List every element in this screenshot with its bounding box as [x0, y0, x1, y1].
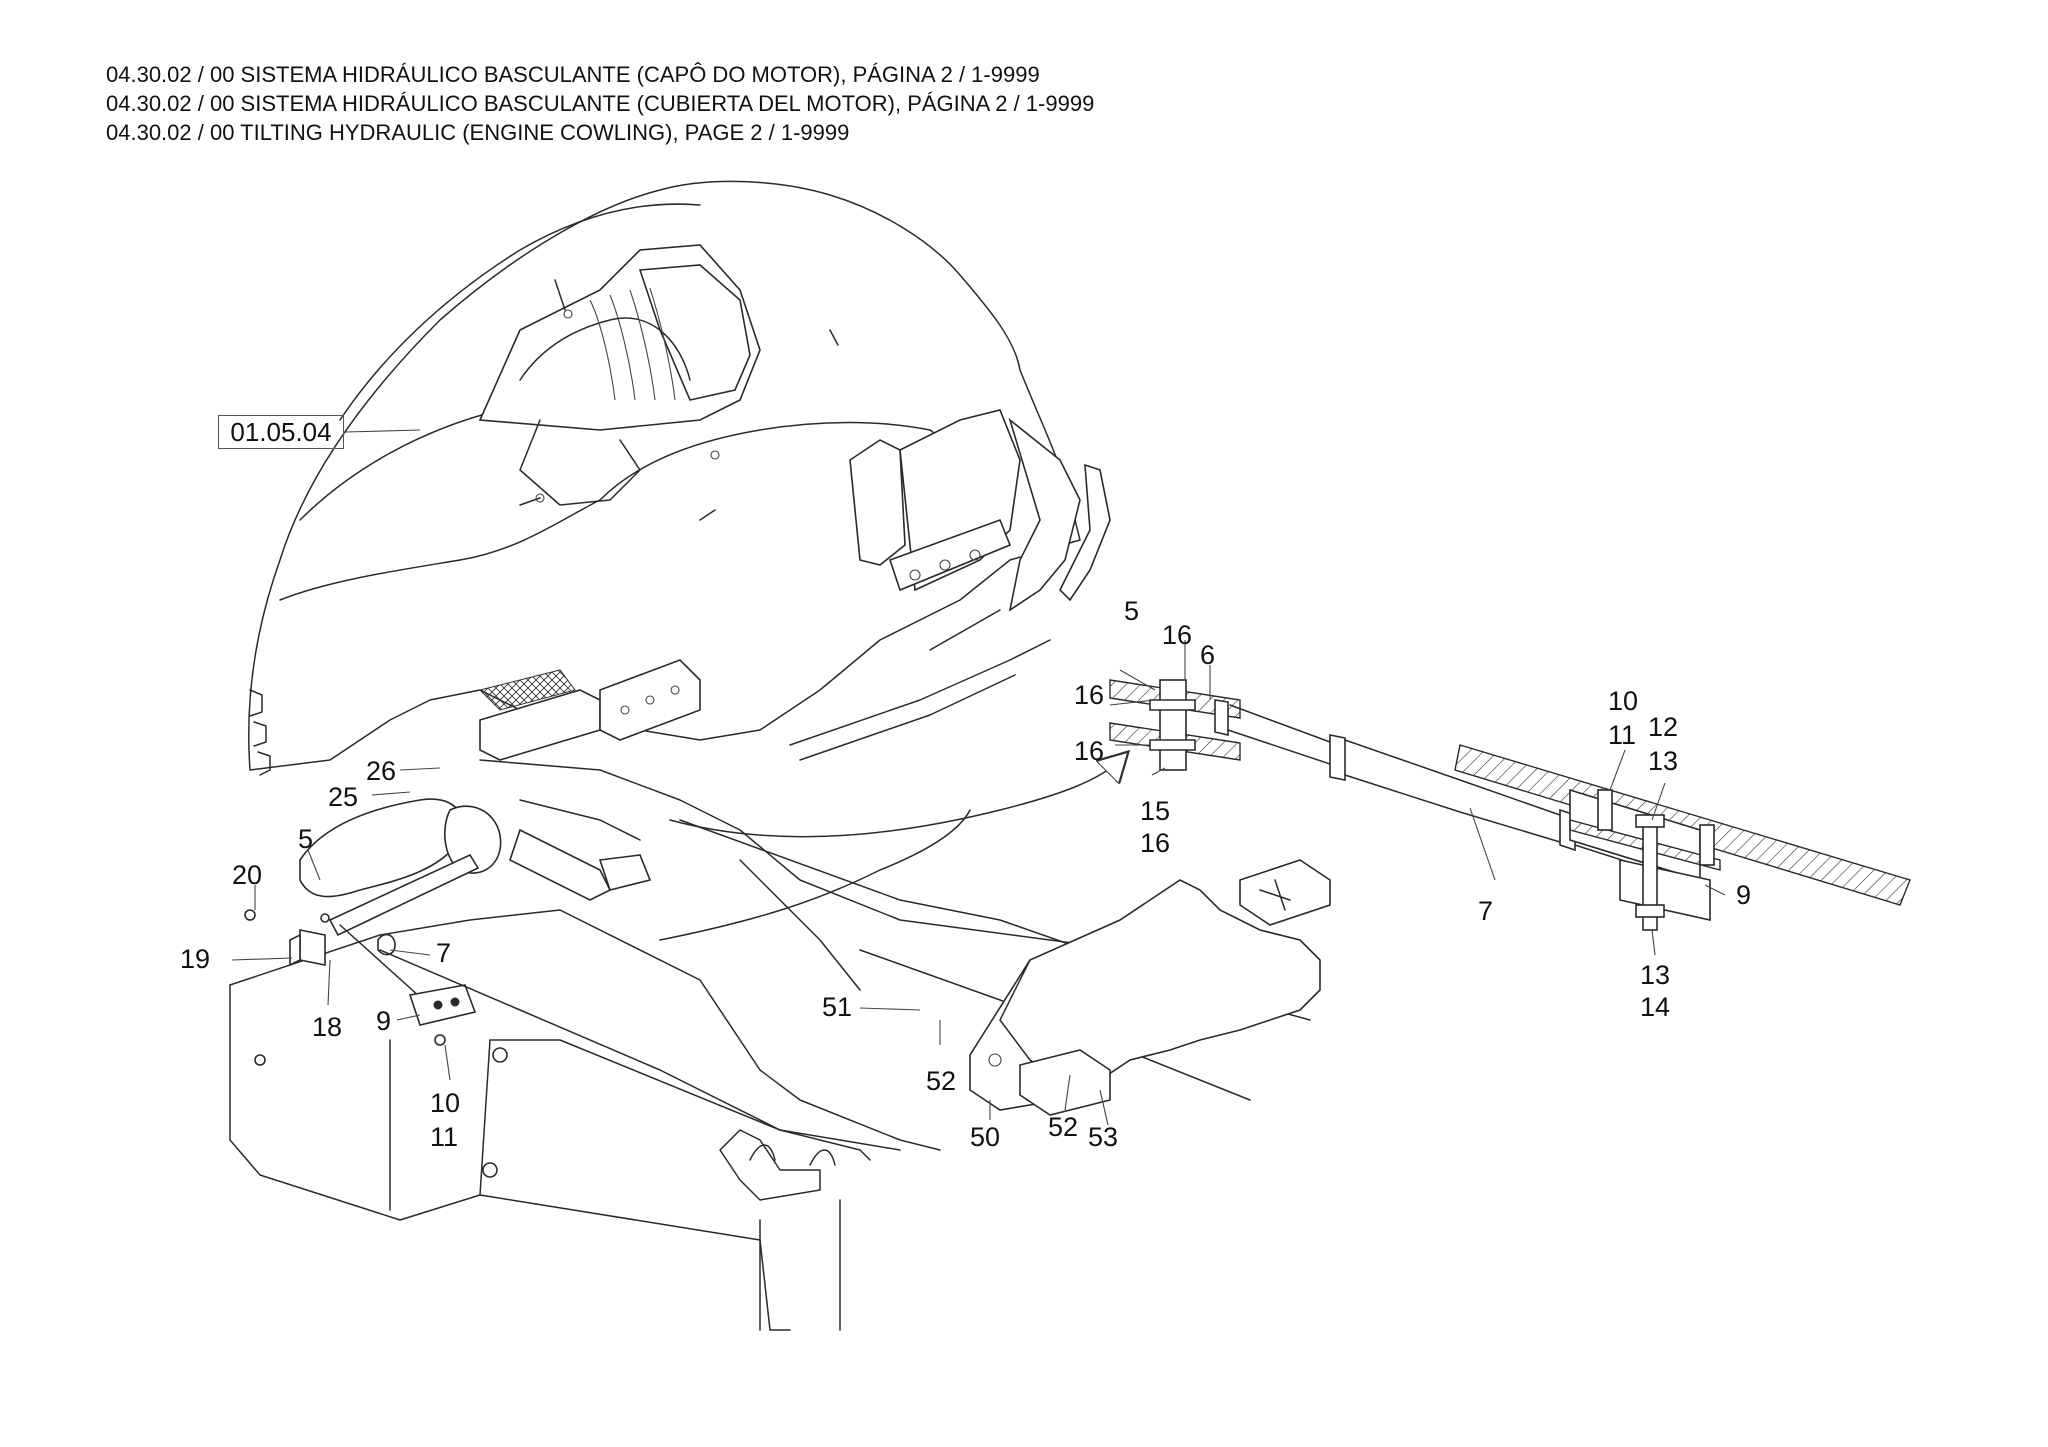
engine-cowling [248, 180, 1111, 776]
callout-detail-16c: 16 [1074, 736, 1104, 766]
callout-detail-13b: 13 [1640, 960, 1670, 990]
callout-detail-9: 9 [1736, 880, 1751, 910]
title-block: 04.30.02 / 00 SISTEMA HIDRÁULICO BASCULA… [106, 60, 1094, 147]
callout-left-18: 18 [312, 1012, 342, 1042]
callout-detail-11: 11 [1608, 720, 1636, 750]
detail-arrow-upper [669, 760, 1120, 838]
left-hinge-assembly [244, 798, 901, 1151]
center-bracket [969, 859, 1331, 1116]
callout-left-10: 10 [430, 1088, 460, 1118]
callout-numbers: 26 25 5 20 19 7 18 9 10 11 51 52 50 52 5… [180, 596, 1751, 1152]
cylinder-detail [1109, 679, 1911, 931]
title-line-en: 04.30.02 / 00 TILTING HYDRAULIC (ENGINE … [106, 120, 850, 145]
callout-detail-16a: 16 [1162, 620, 1192, 650]
callout-left-9: 9 [376, 1006, 391, 1036]
callout-detail-16b: 16 [1074, 680, 1104, 710]
callout-detail-6: 6 [1200, 640, 1215, 670]
callout-detail-15: 15 [1140, 796, 1170, 826]
callout-left-26: 26 [366, 756, 396, 786]
callout-detail-12: 12 [1648, 712, 1678, 742]
leader-lines [231, 429, 1726, 1126]
title-line-es: 04.30.02 / 00 SISTEMA HIDRÁULICO BASCULA… [106, 91, 1095, 116]
callout-bracket-52a: 52 [926, 1066, 956, 1096]
reference-box: 01.05.04 [218, 415, 344, 449]
callout-bracket-51: 51 [822, 992, 852, 1022]
callout-detail-5: 5 [1124, 596, 1139, 626]
callout-detail-16d: 16 [1140, 828, 1170, 858]
callout-detail-14: 14 [1640, 992, 1670, 1022]
callout-detail-13a: 13 [1648, 746, 1678, 776]
title-line-pt: 04.30.02 / 00 SISTEMA HIDRÁULICO BASCULA… [106, 62, 1040, 87]
callout-detail-10: 10 [1608, 686, 1638, 716]
detail-arrow-lower [659, 809, 971, 941]
callout-detail-7: 7 [1478, 896, 1493, 926]
callout-bracket-53: 53 [1088, 1122, 1118, 1152]
callout-left-20: 20 [232, 860, 262, 890]
callout-left-25: 25 [328, 782, 358, 812]
callout-left-5: 5 [298, 824, 313, 854]
callout-bracket-50: 50 [970, 1122, 1000, 1152]
callout-left-19: 19 [180, 944, 210, 974]
callout-left-7: 7 [436, 938, 451, 968]
callout-left-11: 11 [430, 1122, 458, 1152]
callout-bracket-52b: 52 [1048, 1112, 1078, 1142]
